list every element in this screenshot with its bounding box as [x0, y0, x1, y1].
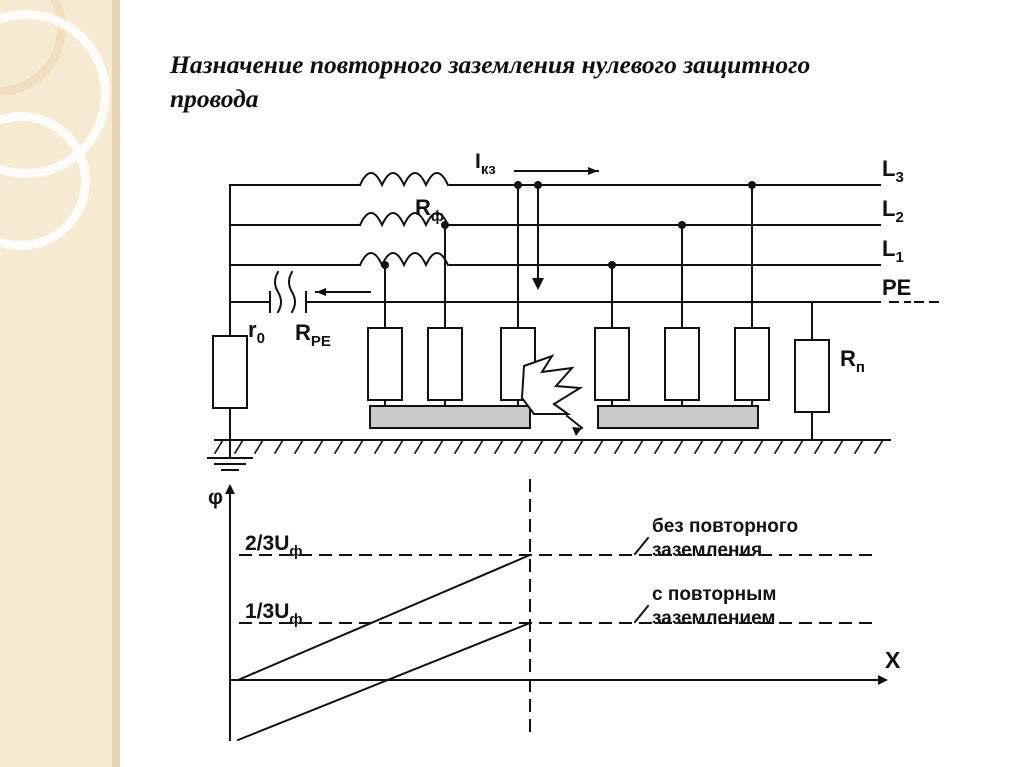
- resistor-rp: [794, 339, 830, 413]
- label-l1: L1: [882, 236, 904, 266]
- transformer-winding-l1: [358, 252, 450, 268]
- graph-x-arrow: [878, 675, 888, 685]
- fault-spark-symbol: [520, 354, 584, 436]
- label-l2: L2: [882, 196, 904, 226]
- pe-current-arrow: [315, 288, 371, 296]
- junction-dots: [381, 181, 756, 269]
- curve-without-repeated-earthing: [236, 553, 532, 682]
- load2-body: [427, 327, 463, 401]
- equipment-casing-1: [369, 405, 531, 429]
- label-r-phase: Rф: [415, 195, 444, 225]
- resistor-r0: [212, 335, 248, 409]
- circuit-diagram: L3 L2 L1 PE Iкз Rф r0 RPE Rп φ 2/3Uф 1/3…: [120, 140, 1024, 760]
- annot-tick-bottom: [633, 604, 650, 624]
- load4-body: [594, 327, 630, 401]
- label-pe: PE: [882, 275, 911, 300]
- decorative-ring-medium: [0, 112, 90, 250]
- band-edge: [112, 0, 120, 767]
- transformer-winding-l3: [358, 172, 450, 188]
- label-level-13: 1/3Uф: [245, 600, 302, 628]
- earth-symbol-r0: [207, 445, 253, 471]
- curve-with-repeated-earthing: [236, 621, 532, 742]
- graph-y-arrow: [225, 484, 235, 494]
- label-level-23: 2/3Uф: [245, 532, 302, 560]
- label-ikz: Iкз: [475, 150, 496, 178]
- label-l3: L3: [882, 156, 904, 186]
- fault-arrow: [532, 184, 544, 290]
- pe-break-symbol: [269, 270, 307, 314]
- label-rp: Rп: [840, 346, 865, 376]
- load1-body: [367, 327, 403, 401]
- load6-body: [734, 327, 770, 401]
- annot-tick-top: [633, 536, 650, 556]
- ground-hatching: [213, 438, 885, 455]
- label-x-axis: X: [885, 647, 901, 673]
- equipment-casing-2: [597, 405, 759, 429]
- transformer-winding-l2: [358, 212, 450, 228]
- label-phi: φ: [208, 486, 223, 509]
- decorative-left-band: [0, 0, 120, 767]
- label-rpe: RPE: [295, 320, 331, 350]
- short-circuit-current-arrow: [514, 167, 599, 175]
- load5-body: [664, 327, 700, 401]
- page-title: Назначение повторного заземления нулевог…: [170, 50, 811, 113]
- label-r0: r0: [248, 317, 265, 347]
